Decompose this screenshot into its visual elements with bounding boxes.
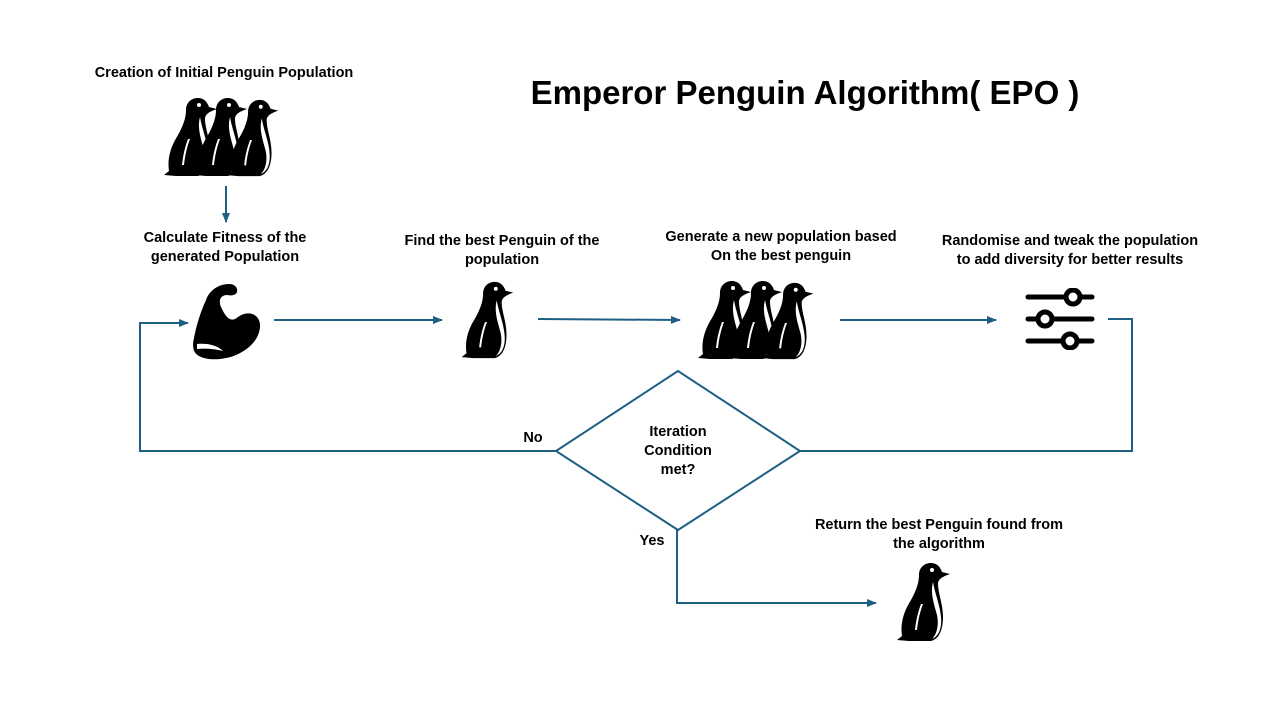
best-label: Find the best Penguin of the population <box>404 233 600 268</box>
flexed-bicep-icon <box>193 284 261 360</box>
decision-label: Iteration Condition met? <box>644 424 712 478</box>
generate-label: Generate a new population based On the b… <box>665 229 897 264</box>
no-label: No <box>523 430 543 446</box>
penguin-group-icon <box>698 281 814 360</box>
arrow-decision-no-loop <box>139 319 556 452</box>
arrow-best-to-generate <box>537 315 681 324</box>
sliders-icon <box>1028 290 1092 348</box>
penguin-icon <box>897 563 950 641</box>
yes-label: Yes <box>639 533 665 549</box>
result-label: Return the best Penguin found from the a… <box>814 517 1064 552</box>
decision-diamond <box>554 369 802 532</box>
randomise-label: Randomise and tweak the population to ad… <box>941 233 1199 268</box>
connector-lines <box>139 186 1133 607</box>
arrow-decision-yes-to-result <box>676 530 877 607</box>
penguin-icon <box>461 281 514 359</box>
connector-randomise-to-decision <box>800 318 1133 452</box>
penguin-group-icon <box>164 98 279 177</box>
init-label: Creation of Initial Penguin Population <box>94 65 354 81</box>
diagram-title: Emperor Penguin Algorithm( EPO ) <box>530 74 1080 111</box>
fitness-label: Calculate Fitness of the generated Popul… <box>143 230 307 265</box>
